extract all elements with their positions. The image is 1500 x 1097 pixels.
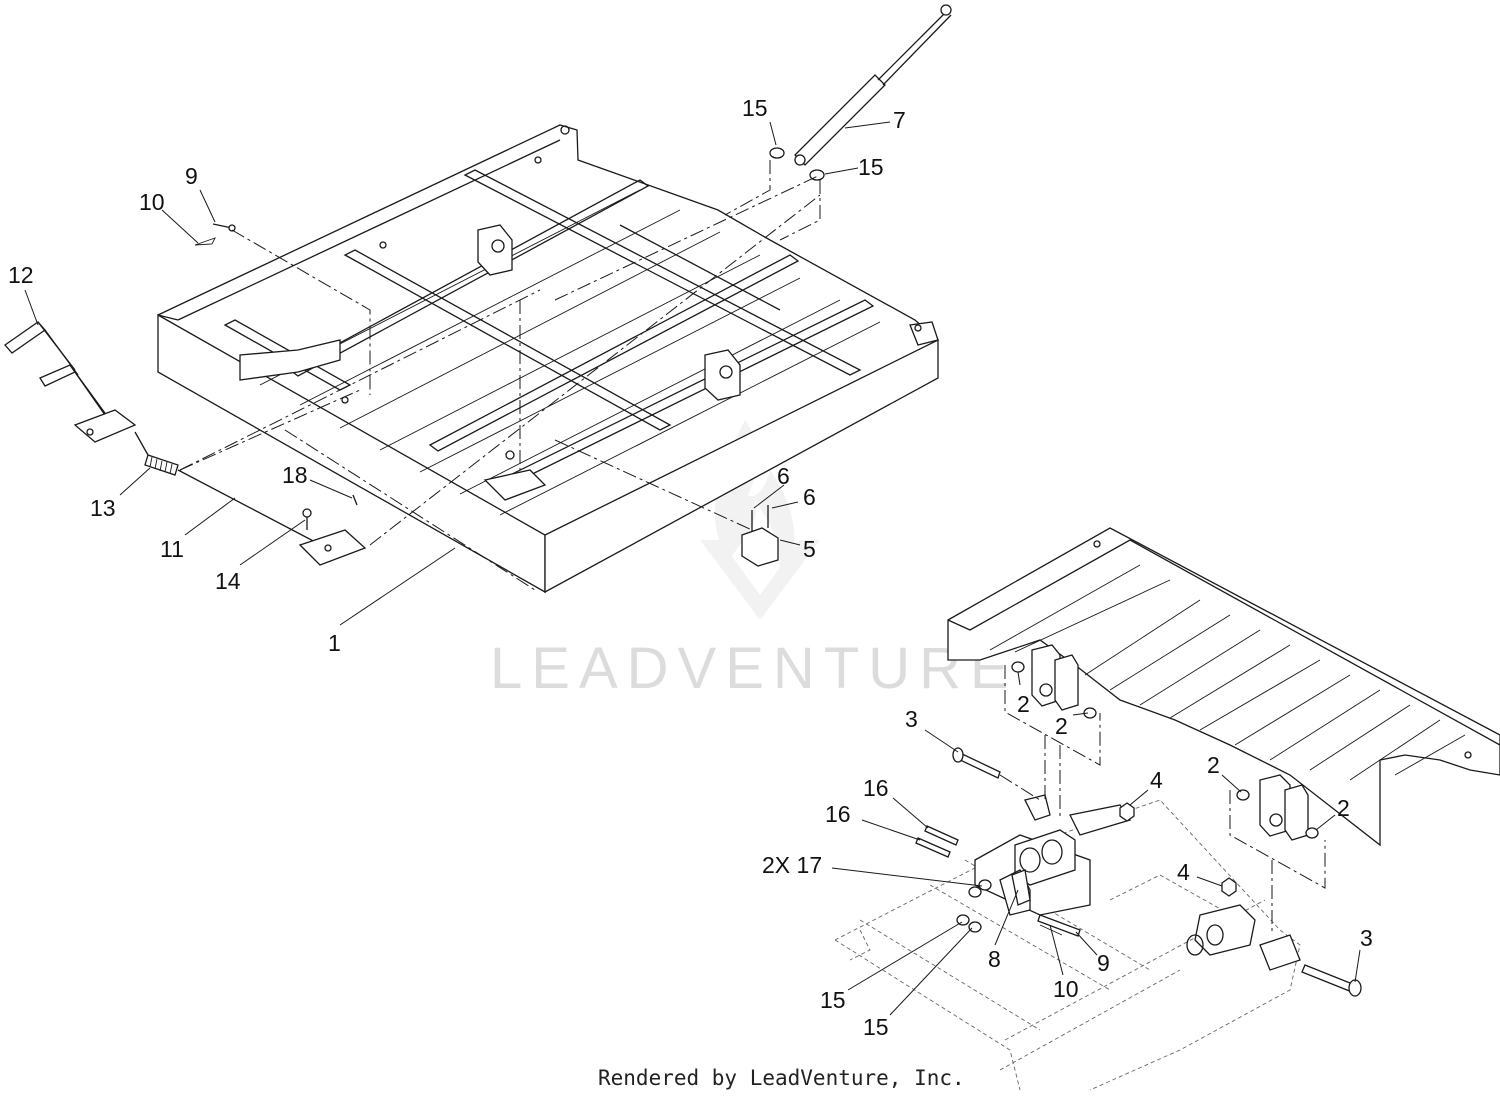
leader-lines <box>24 121 1361 1016</box>
callout-10b: 10 <box>1053 976 1079 1002</box>
spacers-2 <box>1011 661 1319 839</box>
watermark-text: LEADVENTURE <box>490 636 1018 701</box>
hinge-group-boxes <box>1004 665 1326 889</box>
callout-18: 18 <box>282 462 308 488</box>
callout-14: 14 <box>215 568 241 594</box>
spacer-bushings-strut <box>769 147 825 181</box>
callout-10a: 10 <box>139 189 165 215</box>
callout-labels: 1 2 2 2 2 3 3 4 4 5 6 6 7 8 9 9 10 10 11… <box>8 95 1373 1040</box>
assembly-lines-lower <box>999 735 1273 935</box>
callout-1: 1 <box>328 630 341 656</box>
callout-9b: 9 <box>1097 950 1110 976</box>
release-handle-assembly <box>4 321 367 566</box>
clevis-pin-upper <box>194 223 236 246</box>
seat-mount-brackets <box>974 794 1301 971</box>
hinge-bolts <box>952 747 1362 997</box>
callout-2b: 2 <box>1055 713 1068 739</box>
callout-16b: 16 <box>825 801 851 827</box>
callout-2d: 2 <box>1337 795 1350 821</box>
callout-8: 8 <box>988 946 1001 972</box>
callout-5: 5 <box>803 536 816 562</box>
callout-15b: 15 <box>858 154 884 180</box>
callout-3b: 3 <box>1360 925 1373 951</box>
callout-6b: 6 <box>803 484 816 510</box>
callout-4b: 4 <box>1177 859 1190 885</box>
callout-11: 11 <box>160 536 184 562</box>
render-credit: Rendered by LeadVenture, Inc. <box>598 1066 965 1090</box>
callout-2c: 2 <box>1207 752 1220 778</box>
callout-12: 12 <box>8 262 34 288</box>
callout-15c: 15 <box>820 987 846 1013</box>
gas-strut <box>794 4 952 166</box>
callout-16a: 16 <box>863 775 889 801</box>
seat-pan-assembly <box>947 527 1500 847</box>
callout-6a: 6 <box>777 463 790 489</box>
callout-2a: 2 <box>1017 691 1030 717</box>
seat-platform-assembly <box>157 124 939 594</box>
callout-4a: 4 <box>1150 767 1163 793</box>
clip-18 <box>352 494 358 506</box>
callout-7: 7 <box>893 107 906 133</box>
callout-15d: 15 <box>863 1014 889 1040</box>
callout-15a: 15 <box>742 95 768 121</box>
assembly-lines-upper <box>179 160 821 591</box>
bumper-block <box>741 505 779 567</box>
callout-2x17: 2X 17 <box>762 852 822 878</box>
callout-3a: 3 <box>905 706 918 732</box>
callout-9a: 9 <box>185 163 198 189</box>
callout-13: 13 <box>90 495 116 521</box>
